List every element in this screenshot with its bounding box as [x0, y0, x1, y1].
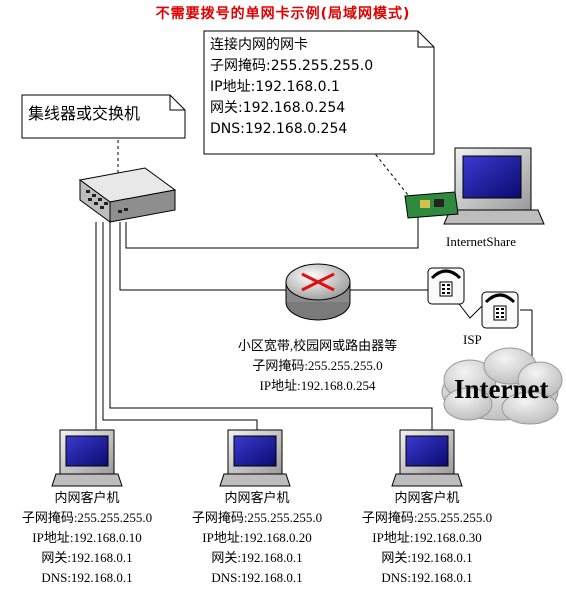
share-computer-icon [404, 147, 545, 225]
client-line: 子网掩码:255.255.255.0 [191, 510, 323, 525]
network-cables [95, 210, 533, 430]
share-callout-line: IP地址:192.168.0.1 [210, 79, 340, 95]
client-line: IP地址:192.168.0.30 [372, 530, 482, 545]
share-callout-text: 连接内网的网卡 子网掩码:255.255.255.0 IP地址:192.168.… [210, 35, 373, 140]
client-line: DNS:192.168.0.1 [41, 570, 133, 585]
client-line: DNS:192.168.0.1 [381, 570, 473, 585]
client-text-3: 内网客户机 子网掩码:255.255.255.0 IP地址:192.168.0.… [342, 488, 512, 588]
lightning-link [455, 299, 483, 319]
router-line: 小区宽带,校园网或路由器等 [237, 338, 398, 353]
client-line: IP地址:192.168.0.10 [32, 530, 142, 545]
client-computer-icon-1 [51, 429, 123, 487]
client-line: 网关:192.168.0.1 [381, 550, 473, 565]
client-line: 子网掩码:255.255.255.0 [21, 510, 153, 525]
router-line: IP地址:192.168.0.254 [259, 378, 376, 393]
router-line: 子网掩码:255.255.255.0 [252, 358, 383, 373]
isp-label: ISP [463, 332, 482, 347]
phone-icon-1 [427, 267, 465, 305]
share-callout-line: 连接内网的网卡 [210, 37, 308, 53]
cable-hub-to-client2 [102, 222, 258, 430]
cable-hub-to-router [119, 222, 290, 291]
internet-cloud-icon [441, 347, 563, 425]
diagram-title: 不需要拨号的单网卡示例(局域网模式) [155, 6, 411, 22]
client-line: 子网掩码:255.255.255.0 [361, 510, 493, 525]
hub-icon [78, 167, 177, 223]
router-text: 小区宽带,校园网或路由器等 子网掩码:255.255.255.0 IP地址:19… [200, 336, 435, 396]
client-line: 内网客户机 [224, 490, 290, 505]
client-line: DNS:192.168.0.1 [211, 570, 303, 585]
share-callout-line: 子网掩码:255.255.255.0 [210, 58, 374, 74]
client-text-2: 内网客户机 子网掩码:255.255.255.0 IP地址:192.168.0.… [172, 488, 342, 588]
client-line: 内网客户机 [54, 490, 120, 505]
hub-callout-label: 集线器或交换机 [28, 104, 141, 123]
router-icon [285, 263, 351, 321]
share-callout-box [203, 30, 435, 155]
share-callout-line: 网关:192.168.0.254 [210, 100, 346, 116]
phone-icon-2 [481, 291, 519, 329]
share-callout-leader [371, 149, 413, 201]
share-callout-line: DNS:192.168.0.254 [210, 121, 348, 137]
client-line: 网关:192.168.0.1 [41, 550, 133, 565]
client-line: 内网客户机 [394, 490, 460, 505]
client-line: 网关:192.168.0.1 [211, 550, 303, 565]
client-line: IP地址:192.168.0.20 [202, 530, 312, 545]
cable-hub-to-share [125, 210, 419, 249]
client-computer-icon-3 [391, 429, 463, 487]
hub-callout-box [21, 94, 186, 139]
client-text-1: 内网客户机 子网掩码:255.255.255.0 IP地址:192.168.0.… [2, 488, 172, 588]
client-computer-icon-2 [219, 429, 291, 487]
share-computer-label: InternetShare [446, 234, 517, 249]
cable-hub-to-client3 [109, 222, 433, 430]
internet-label: Internet [454, 374, 549, 404]
